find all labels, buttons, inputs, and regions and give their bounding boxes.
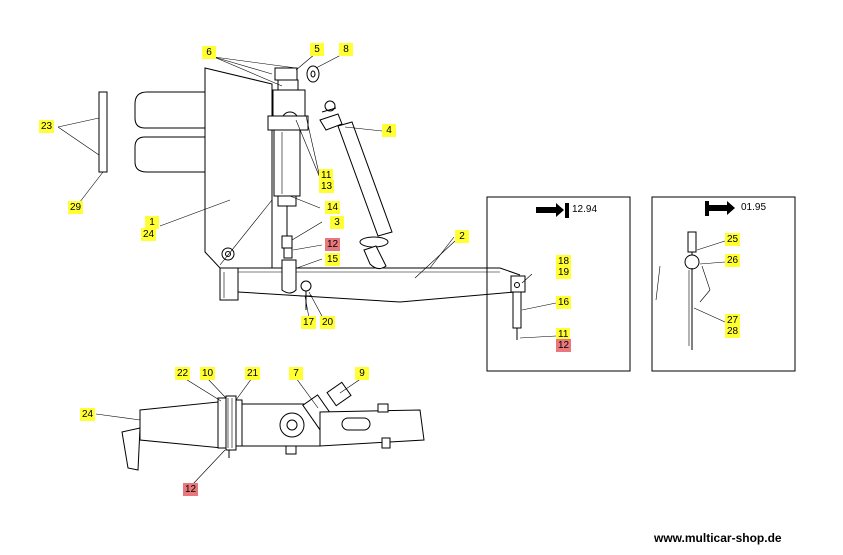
callout-10[interactable]: 10	[200, 367, 216, 380]
main-plate	[204, 67, 273, 269]
callout-23[interactable]: 23	[39, 120, 55, 133]
callout-22[interactable]: 22	[175, 367, 191, 380]
callout-29[interactable]: 29	[68, 201, 84, 214]
callout-18[interactable]: 18	[556, 255, 572, 268]
arrow-to-bar-icon	[536, 203, 564, 217]
callout-24-lower[interactable]: 24	[80, 408, 96, 421]
top-nut	[274, 67, 298, 81]
callout-8[interactable]: 8	[339, 43, 353, 56]
version-until: 12.94	[572, 204, 598, 215]
callout-27[interactable]: 27	[725, 314, 741, 327]
callout-12-detail[interactable]: 12	[556, 339, 572, 352]
callout-2[interactable]: 2	[455, 230, 469, 243]
strut-rod	[337, 121, 393, 237]
callout-11-detail[interactable]: 11	[556, 328, 571, 341]
callout-11-upper[interactable]: 11	[319, 169, 334, 182]
callout-3[interactable]: 3	[330, 216, 344, 229]
callout-13[interactable]: 13	[319, 180, 335, 193]
callout-1[interactable]: 1	[145, 216, 159, 229]
lower-tube	[139, 401, 223, 449]
callout-4[interactable]: 4	[382, 124, 396, 137]
cylinder-body	[273, 129, 301, 197]
callout-15[interactable]: 15	[325, 253, 341, 266]
callout-7[interactable]: 7	[289, 367, 303, 380]
callout-26[interactable]: 26	[725, 254, 741, 267]
callout-12-upper[interactable]: 12	[325, 238, 341, 251]
callout-19[interactable]: 19	[556, 266, 572, 279]
callout-21[interactable]: 21	[245, 367, 261, 380]
lower-arm	[319, 409, 425, 447]
callout-6[interactable]: 6	[202, 46, 216, 59]
callout-12-lower[interactable]: 12	[183, 483, 199, 496]
bolt-head	[326, 381, 352, 407]
frame-post	[219, 267, 239, 301]
callout-25[interactable]: 25	[725, 233, 741, 246]
eye-bolt	[306, 65, 320, 83]
ball-joint	[684, 254, 700, 270]
callout-16[interactable]: 16	[556, 296, 572, 309]
website-footer[interactable]: www.multicar-shop.de	[654, 531, 782, 545]
callout-14[interactable]: 14	[325, 201, 341, 214]
version-from: 01.95	[741, 202, 767, 213]
spacer-stack	[225, 395, 237, 451]
u-bracket-upper	[134, 91, 205, 129]
detail-box-until	[486, 196, 631, 372]
u-bracket-lower	[134, 136, 205, 173]
callout-17[interactable]: 17	[301, 316, 317, 329]
callout-9[interactable]: 9	[355, 367, 369, 380]
plate-part	[98, 91, 108, 173]
callout-20[interactable]: 20	[320, 316, 336, 329]
detail-pin	[512, 291, 522, 329]
bar-to-arrow-icon	[705, 201, 709, 216]
clevis-end	[281, 259, 297, 294]
strut-hook	[363, 245, 387, 270]
callout-28[interactable]: 28	[725, 325, 741, 338]
callout-5[interactable]: 5	[310, 43, 324, 56]
detail-box-from	[651, 196, 796, 372]
callout-24-upper[interactable]: 24	[141, 228, 157, 241]
